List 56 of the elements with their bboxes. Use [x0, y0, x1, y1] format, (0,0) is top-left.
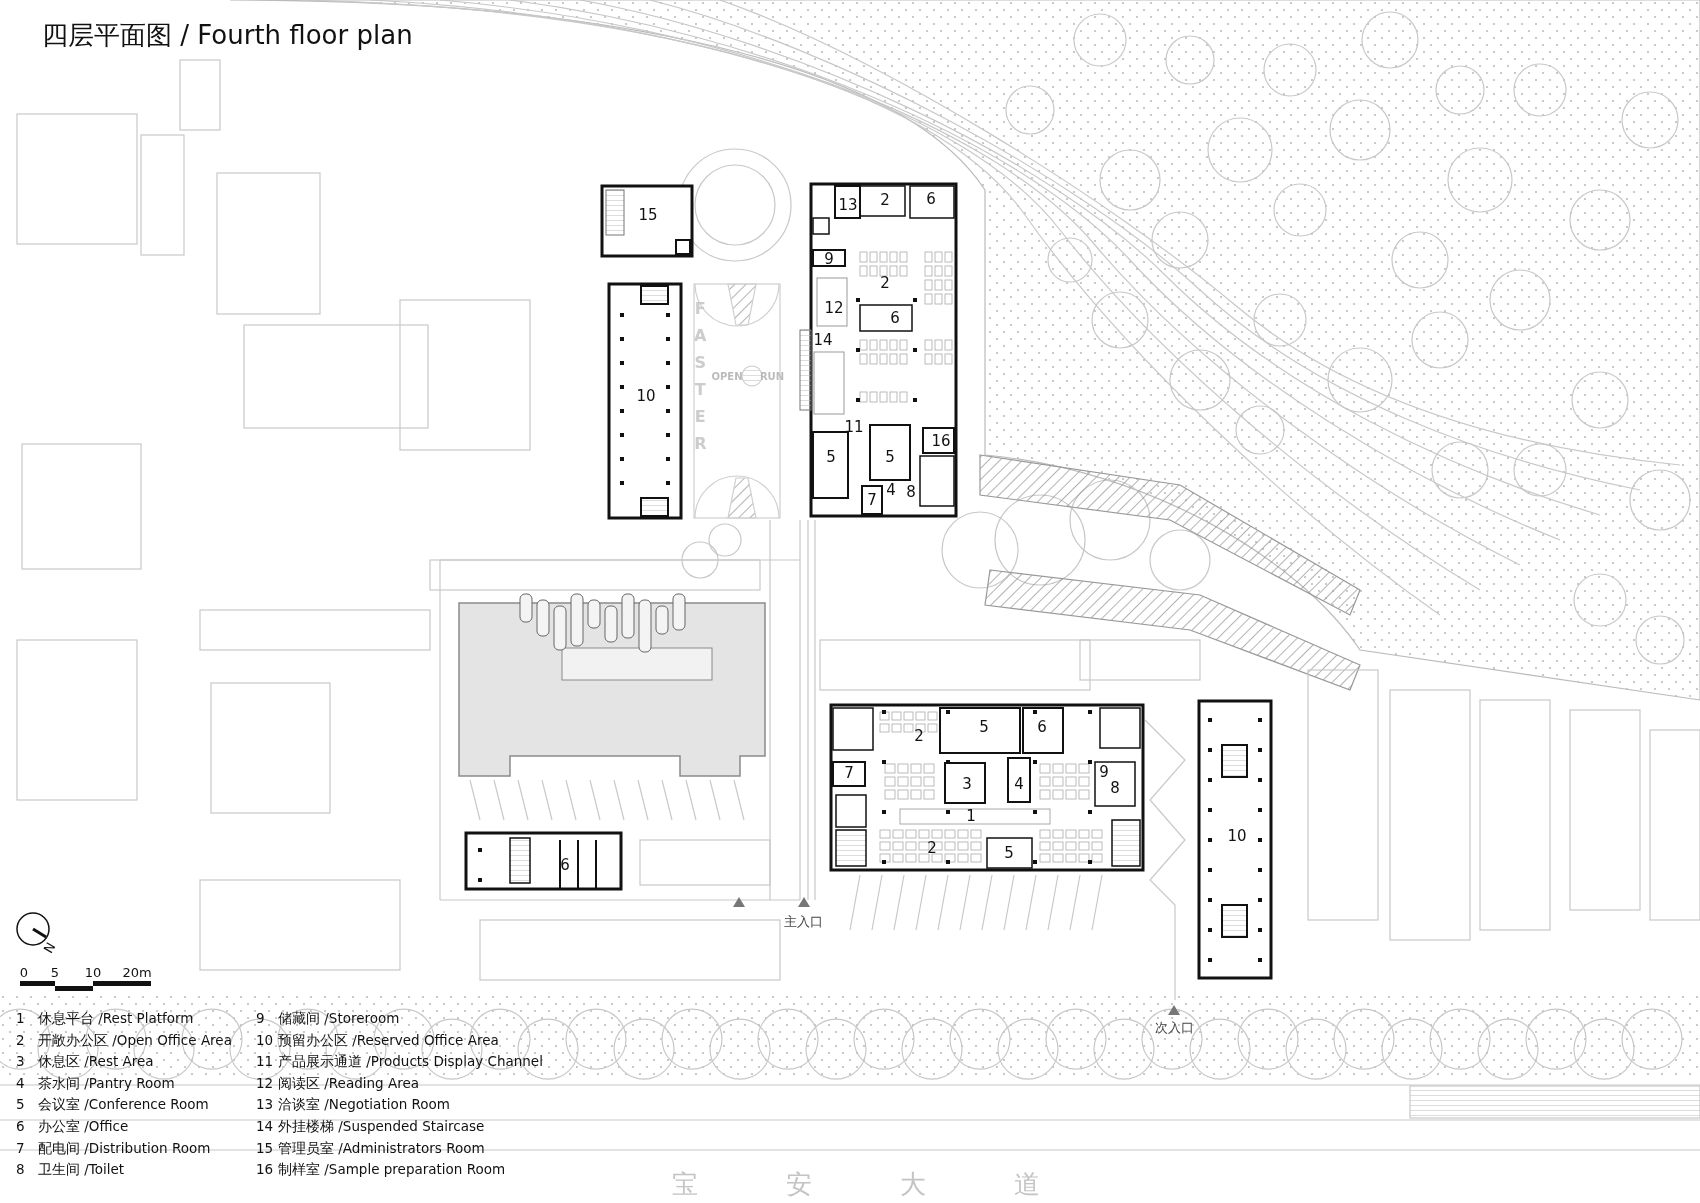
- legend-item: 10 预留办公区 /Reserved Office Area: [256, 1032, 499, 1047]
- room-number: 2: [880, 274, 890, 292]
- north-label: N: [41, 940, 59, 956]
- room-number: 10: [1227, 827, 1247, 845]
- legend-item: 9 储藏间 /Storeroom: [256, 1010, 400, 1026]
- room-number: 6: [926, 190, 936, 208]
- room-number: 4: [886, 481, 896, 499]
- legend-item: 1 休息平台 /Rest Platform: [16, 1010, 194, 1026]
- legend-item: 11 产品展示通道 /Products Display Channel: [256, 1053, 543, 1069]
- legend-item: 2 开敞办公区 /Open Office Area: [16, 1032, 232, 1047]
- room-number: 6: [890, 309, 900, 327]
- room-number: 2: [880, 191, 890, 209]
- legend-item: 5 会议室 /Conference Room: [16, 1096, 209, 1112]
- title: 四层平面图 / Fourth floor plan: [42, 19, 413, 52]
- room-number: 8: [906, 483, 916, 501]
- room-number: 2: [914, 727, 924, 745]
- road-name: 宝安大道: [672, 1169, 1128, 1199]
- room-number: 5: [979, 718, 989, 736]
- room-number: 3: [962, 775, 972, 793]
- room-number: 12: [824, 299, 844, 317]
- legend-item: 15 管理员室 /Administrators Room: [256, 1140, 485, 1155]
- room-number: 9: [824, 250, 834, 268]
- room-number: 9: [1099, 763, 1109, 781]
- legend-item: 12 阅读区 /Reading Area: [256, 1075, 419, 1091]
- room-number: 1: [966, 807, 976, 825]
- room-number: 5: [885, 448, 895, 466]
- legend-item: 13 洽谈室 /Negotiation Room: [256, 1096, 450, 1112]
- room-number: 5: [826, 448, 836, 466]
- legend-item: 3 休息区 /Rest Area: [16, 1053, 154, 1069]
- room-number: 13: [838, 196, 858, 214]
- room-number: 16: [931, 432, 951, 450]
- room-number: 5: [1004, 844, 1014, 862]
- room-number: 8: [1110, 779, 1120, 797]
- room-number: 2: [927, 839, 937, 857]
- entrance-label: 次入口: [1154, 1020, 1194, 1036]
- room-number: 10: [636, 387, 656, 405]
- entrance-label: 主入口: [783, 914, 823, 930]
- room-number: 15: [638, 206, 658, 224]
- legend-item: 4 茶水间 /Pantry Room: [16, 1075, 175, 1091]
- scale-label: 10: [84, 965, 102, 981]
- scale-label: 5: [50, 965, 60, 981]
- scale-label: 20m: [122, 965, 152, 981]
- scale-label: 0: [19, 965, 29, 981]
- room-number: 7: [867, 491, 877, 509]
- room-number: 4: [1014, 775, 1024, 793]
- floor-graphic-text: RUN: [759, 370, 785, 382]
- legend-item: 14 外挂楼梯 /Suspended Staircase: [256, 1118, 485, 1134]
- room-number: 6: [1037, 718, 1047, 736]
- legend-item: 6 办公室 /Office: [16, 1118, 129, 1134]
- legend-item: 16 制样室 /Sample preparation Room: [256, 1161, 506, 1177]
- floor-graphic-text: OPEN: [711, 370, 743, 382]
- legend-item: 8 卫生间 /Toilet: [16, 1161, 125, 1177]
- room-number: 14: [813, 331, 833, 349]
- room-number: 6: [560, 856, 570, 874]
- room-number: 7: [844, 764, 854, 782]
- legend-item: 7 配电间 /Distribution Room: [16, 1140, 211, 1155]
